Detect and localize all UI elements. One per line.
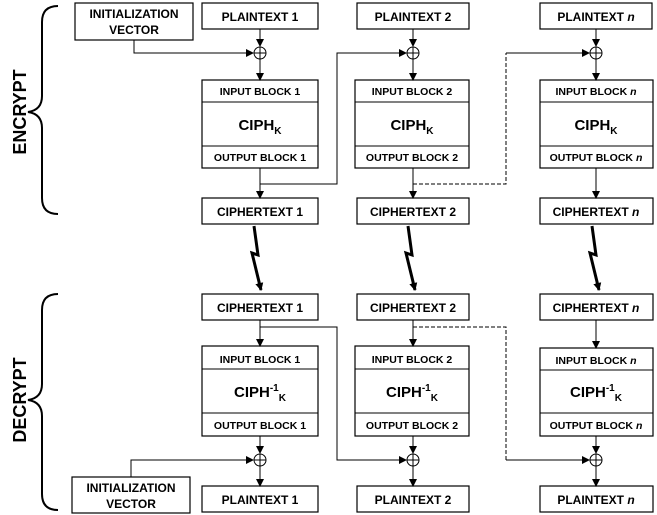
svg-text:CIPH-1K: CIPH-1K [386,383,439,404]
svg-text:OUTPUT BLOCK n: OUTPUT BLOCK n [550,420,643,432]
decrypt-xor-1 [253,453,267,467]
svg-text:CIPHERTEXT 2: CIPHERTEXT 2 [370,301,456,315]
svg-text:PLAINTEXT 2: PLAINTEXT 2 [375,10,452,24]
encrypt-xor-1 [253,46,267,60]
decrypt-iv-box: INITIALIZATION VECTOR [71,476,191,514]
svg-text:OUTPUT BLOCK 2: OUTPUT BLOCK 2 [366,152,458,164]
encrypt-xor-n [589,46,603,60]
encrypt-label: ENCRYPT [10,69,30,154]
decrypt-ciphertext-1: CIPHERTEXT 1 [201,293,319,321]
svg-text:INPUT BLOCK 2: INPUT BLOCK 2 [372,354,453,366]
decrypt-xor-2 [406,453,420,467]
decrypt-cipher-block-1: INPUT BLOCK 1 CIPH-1K OUTPUT BLOCK 1 [201,345,319,437]
transmission-arrows [249,225,602,291]
svg-text:INITIALIZATION: INITIALIZATION [86,481,175,495]
svg-text:INPUT BLOCK n: INPUT BLOCK n [555,355,636,367]
svg-text:INPUT BLOCK 2: INPUT BLOCK 2 [372,86,453,98]
svg-text:CIPHERTEXT 1: CIPHERTEXT 1 [217,301,303,315]
svg-text:CIPH-1K: CIPH-1K [234,383,287,404]
svg-text:INPUT BLOCK n: INPUT BLOCK n [555,86,636,98]
svg-text:OUTPUT BLOCK 1: OUTPUT BLOCK 1 [214,420,306,432]
encrypt-cipher-block-1: INPUT BLOCK 1 CIPHK OUTPUT BLOCK 1 [201,79,319,169]
svg-text:PLAINTEXT n: PLAINTEXT n [557,10,634,24]
svg-text:VECTOR: VECTOR [109,23,159,37]
decrypt-ciphertext-n: CIPHERTEXT n [539,293,654,321]
decrypt-plaintext-2: PLAINTEXT 2 [356,485,470,513]
encrypt-brace [27,5,59,215]
svg-text:CIPHERTEXT n: CIPHERTEXT n [553,205,640,219]
svg-text:CIPH-1K: CIPH-1K [570,383,623,404]
encrypt-connectors [133,29,600,199]
decrypt-xor-n [589,453,603,467]
svg-text:CIPHK: CIPHK [238,117,282,137]
svg-text:OUTPUT BLOCK n: OUTPUT BLOCK n [550,152,643,164]
decrypt-plaintext-1: PLAINTEXT 1 [201,485,319,513]
svg-text:CIPHERTEXT 1: CIPHERTEXT 1 [217,205,303,219]
svg-text:PLAINTEXT 1: PLAINTEXT 1 [222,493,299,507]
svg-text:PLAINTEXT 1: PLAINTEXT 1 [222,10,299,24]
encrypt-ciphertext-n: CIPHERTEXT n [539,197,654,225]
decrypt-plaintext-n: PLAINTEXT n [539,485,654,513]
encrypt-iv-box: INITIALIZATION VECTOR [74,2,194,41]
svg-text:CIPHK: CIPHK [574,117,618,137]
encrypt-xor-2 [406,46,420,60]
encrypt-cipher-block-n: INPUT BLOCK n CIPHK OUTPUT BLOCK n [539,79,654,169]
encrypt-cipher-block-2: INPUT BLOCK 2 CIPHK OUTPUT BLOCK 2 [354,79,470,169]
svg-text:INPUT BLOCK 1: INPUT BLOCK 1 [220,354,301,366]
encrypt-ciphertext-1: CIPHERTEXT 1 [201,197,319,225]
svg-text:OUTPUT BLOCK 2: OUTPUT BLOCK 2 [366,420,458,432]
decrypt-brace [27,293,59,511]
svg-text:CIPHERTEXT n: CIPHERTEXT n [553,301,640,315]
svg-text:INPUT BLOCK 1: INPUT BLOCK 1 [220,86,301,98]
decrypt-cipher-block-2: INPUT BLOCK 2 CIPH-1K OUTPUT BLOCK 2 [354,345,470,437]
decrypt-ciphertext-2: CIPHERTEXT 2 [356,293,470,321]
encrypt-plaintext-1: PLAINTEXT 1 [201,2,319,30]
encrypt-plaintext-2: PLAINTEXT 2 [356,2,470,30]
svg-text:OUTPUT BLOCK 1: OUTPUT BLOCK 1 [214,152,306,164]
svg-text:CIPHK: CIPHK [390,117,434,137]
decrypt-label: DECRYPT [10,357,30,442]
svg-text:PLAINTEXT n: PLAINTEXT n [557,493,634,507]
encrypt-ciphertext-2: CIPHERTEXT 2 [356,197,470,225]
svg-text:VECTOR: VECTOR [106,497,156,511]
svg-text:CIPHERTEXT 2: CIPHERTEXT 2 [370,205,456,219]
decrypt-cipher-block-n: INPUT BLOCK n CIPH-1K OUTPUT BLOCK n [539,347,654,437]
encrypt-plaintext-n: PLAINTEXT n [539,2,653,30]
decrypt-connectors [130,320,600,487]
svg-text:PLAINTEXT 2: PLAINTEXT 2 [375,493,452,507]
svg-text:INITIALIZATION: INITIALIZATION [89,7,178,21]
